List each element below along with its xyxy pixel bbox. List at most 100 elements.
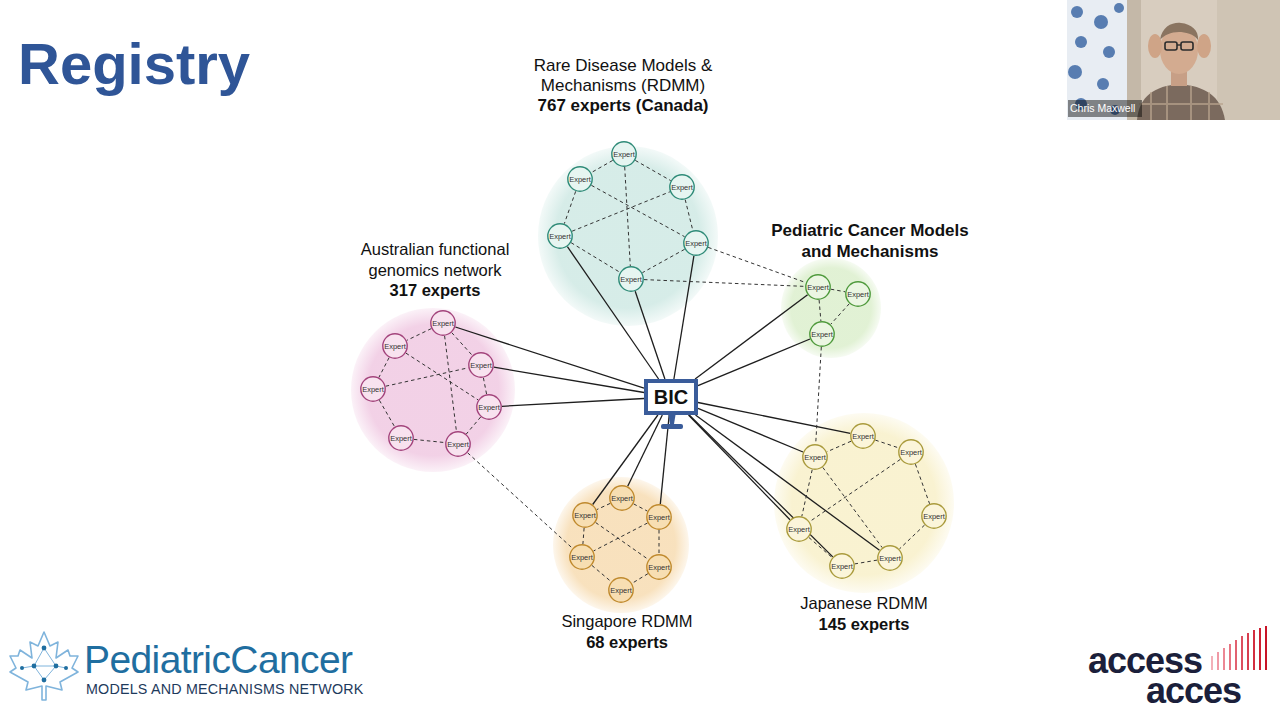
expert-count: 145 experts: [764, 614, 964, 635]
cluster-fill: [553, 477, 689, 613]
expert-circle: Expert: [360, 376, 386, 402]
peer-link: [597, 503, 610, 509]
hub-link: [698, 339, 810, 386]
peer-link: [592, 565, 611, 581]
network-cluster: Singapore RDMM68 expertsExpertExpertExpe…: [553, 477, 689, 613]
network-name: Pediatric Cancer Models and Mechanisms: [755, 220, 985, 262]
peer-link: [831, 289, 845, 292]
hub-link: [628, 415, 663, 486]
hub-link: [567, 247, 658, 379]
peer-link: [468, 453, 573, 548]
expert-circle: Expert: [898, 439, 924, 465]
expert-circle: Expert: [802, 444, 828, 470]
peer-link: [642, 249, 684, 272]
expert-circle: Expert: [388, 425, 414, 451]
cluster-heading: Australian functional genomics network31…: [343, 239, 528, 301]
peer-link: [452, 333, 473, 356]
peer-link: [594, 523, 648, 551]
peer-link: [915, 464, 929, 504]
expert-circle: Expert: [608, 577, 634, 603]
peer-link: [685, 200, 693, 231]
expert-label: Expert: [610, 586, 632, 595]
hub-link: [698, 403, 850, 434]
expert-label: Expert: [648, 513, 670, 522]
network-cluster: Rare Disease Models & Mechanisms (RDMM)7…: [538, 146, 718, 326]
expert-label: Expert: [807, 283, 829, 292]
peer-link: [466, 417, 480, 434]
expert-label: Expert: [470, 361, 492, 370]
peer-link: [386, 368, 469, 386]
expert-label: Expert: [574, 511, 596, 520]
peer-link: [634, 504, 648, 511]
peer-link: [708, 247, 806, 282]
expert-circle: Expert: [845, 281, 871, 307]
peer-link: [564, 191, 575, 223]
expert-label: Expert: [362, 385, 384, 394]
logo-subtitle: MODELS AND MECHANISMS NETWORK: [86, 681, 363, 697]
hub-link: [635, 291, 665, 379]
expert-circle: Expert: [609, 485, 635, 511]
cluster-fill: [538, 146, 718, 326]
expert-label: Expert: [478, 403, 500, 412]
hub-link: [494, 367, 644, 392]
expert-circle: Expert: [430, 310, 456, 336]
cluster-heading: Pediatric Cancer Models and Mechanisms: [755, 220, 985, 262]
peer-link: [583, 528, 584, 544]
hub-link: [593, 415, 658, 505]
expert-circle: Expert: [567, 166, 593, 192]
expert-label: Expert: [571, 553, 593, 562]
presenter-name: Chris Maxwell: [1070, 102, 1135, 114]
expert-circle: Expert: [829, 553, 855, 579]
expert-label: Expert: [447, 440, 469, 449]
peer-link: [483, 378, 486, 394]
peer-link: [632, 574, 648, 584]
expert-label: Expert: [671, 183, 693, 192]
peer-link: [379, 358, 389, 378]
peer-link: [819, 300, 821, 321]
expert-circle: Expert: [618, 266, 644, 292]
network-name: Australian functional genomics network: [343, 239, 528, 280]
hub-link: [674, 256, 694, 379]
hub-link: [698, 408, 803, 452]
peer-link: [644, 280, 805, 287]
peer-link: [572, 192, 670, 231]
expert-label: Expert: [432, 319, 454, 328]
peer-link: [809, 538, 832, 558]
expert-count: 317 experts: [343, 280, 528, 301]
expert-circle: Expert: [805, 274, 831, 300]
cluster-heading: Singapore RDMM68 experts: [527, 611, 727, 653]
hub-label: BIC: [654, 386, 688, 409]
peer-link: [591, 160, 612, 172]
expert-label: Expert: [685, 239, 707, 248]
expert-label: Expert: [811, 330, 833, 339]
expert-count: 767 experts (Canada): [468, 96, 778, 116]
expert-label: Expert: [804, 453, 826, 462]
peer-link: [875, 440, 898, 448]
peer-link: [855, 560, 877, 564]
expert-label: Expert: [788, 525, 810, 534]
network-name: Rare Disease Models & Mechanisms (RDMM): [468, 56, 778, 96]
network-name: Japanese RDMM: [764, 593, 964, 614]
expert-label: Expert: [923, 512, 945, 521]
expert-label: Expert: [549, 232, 571, 241]
expert-circle: Expert: [683, 230, 709, 256]
peer-link: [625, 167, 631, 266]
expert-label: Expert: [611, 494, 633, 503]
expert-label: Expert: [613, 150, 635, 159]
expert-circle: Expert: [468, 352, 494, 378]
peer-link: [571, 243, 620, 273]
expert-circle: Expert: [877, 545, 903, 571]
logo-wordmark: PediatricCancer: [84, 638, 352, 682]
expert-circle: Expert: [569, 544, 595, 570]
expert-circle: Expert: [382, 333, 408, 359]
peer-link: [596, 523, 649, 560]
cluster-heading: Rare Disease Models & Mechanisms (RDMM)7…: [468, 56, 778, 116]
peer-link: [899, 525, 924, 549]
cluster-fill: [351, 308, 515, 472]
expert-circle: Expert: [646, 554, 672, 580]
peer-link: [831, 304, 850, 325]
logo-bars: [1208, 626, 1272, 672]
hub-link: [502, 399, 644, 407]
expert-label: Expert: [900, 448, 922, 457]
expert-circle: Expert: [476, 394, 502, 420]
